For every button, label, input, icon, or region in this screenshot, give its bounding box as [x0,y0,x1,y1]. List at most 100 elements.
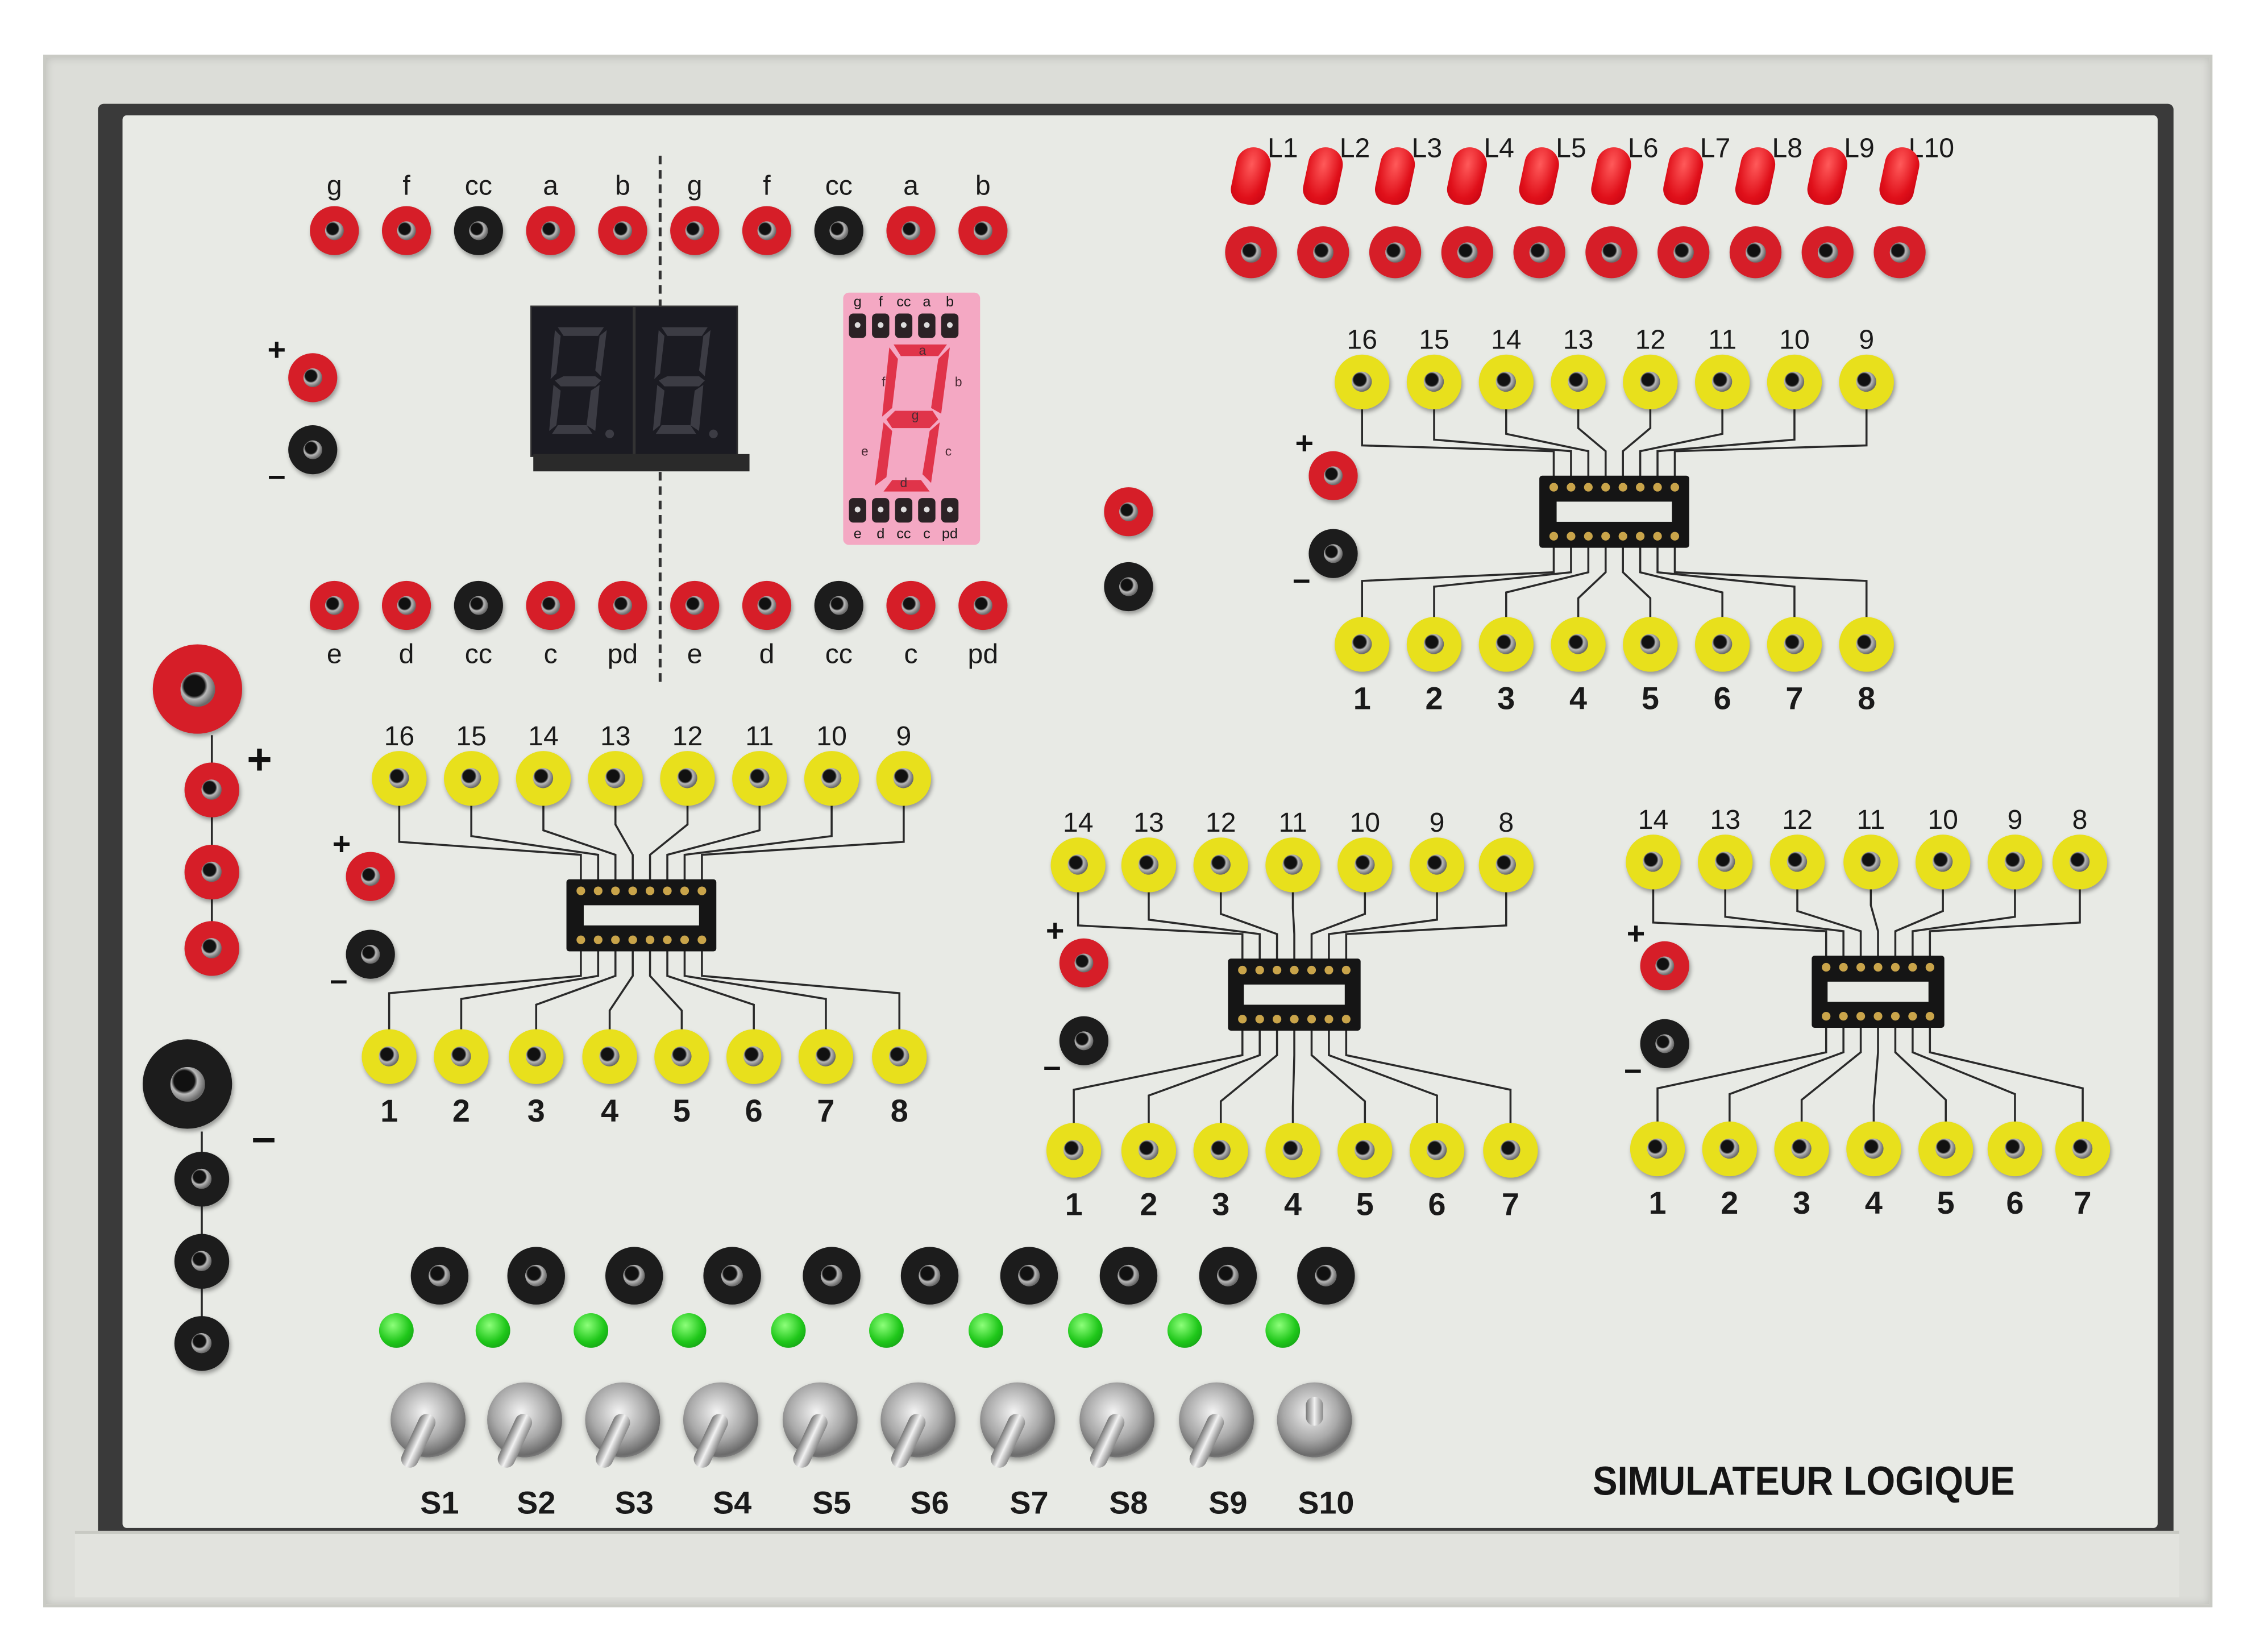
ic-pin-jack-15[interactable] [443,751,499,806]
aux-gnd-jack[interactable] [1104,562,1153,612]
toggle-switch-s9[interactable] [1179,1382,1254,1471]
ic-vcc-jack[interactable] [1308,451,1358,500]
switch-output-jack-s7[interactable] [1000,1247,1058,1305]
display-gnd-jack[interactable] [288,425,338,475]
ic-vcc-jack[interactable] [346,852,395,901]
ic-pin-jack-9[interactable] [1839,354,1894,410]
segment-jack-cc[interactable] [814,580,863,630]
ic-gnd-jack[interactable] [1059,1016,1108,1065]
ic-pin-jack-3[interactable] [1193,1123,1248,1178]
led-input-jack-l3[interactable] [1369,226,1422,279]
ic-pin-jack-2[interactable] [1406,617,1462,672]
led-input-jack-l7[interactable] [1657,226,1710,279]
ic-pin-jack-12[interactable] [1623,354,1678,410]
ic-pin-jack-14[interactable] [1050,837,1106,893]
ic-pin-jack-11[interactable] [732,751,787,806]
segment-jack-g[interactable] [670,206,720,255]
segment-jack-d[interactable] [381,580,431,630]
ic-pin-jack-14[interactable] [1478,354,1534,410]
main-vcc-binding-post[interactable] [152,644,242,734]
ic-pin-jack-12[interactable] [660,751,715,806]
toggle-switch-s1[interactable] [390,1382,466,1471]
ic-pin-jack-16[interactable] [372,751,427,806]
switch-output-jack-s1[interactable] [410,1247,469,1305]
ic-gnd-jack[interactable] [1308,529,1358,578]
main-vcc-jack[interactable] [184,921,239,976]
ic-pin-jack-11[interactable] [1843,835,1898,890]
main-gnd-binding-post[interactable] [143,1039,232,1129]
ic-pin-jack-12[interactable] [1769,835,1825,890]
main-gnd-jack[interactable] [174,1152,230,1207]
ic-pin-jack-11[interactable] [1265,837,1320,893]
segment-jack-pd[interactable] [958,580,1008,630]
ic-pin-jack-8[interactable] [1478,837,1534,893]
segment-jack-c[interactable] [526,580,575,630]
toggle-switch-s10[interactable] [1277,1382,1352,1458]
ic-pin-jack-3[interactable] [509,1029,564,1084]
led-input-jack-l6[interactable] [1585,226,1638,279]
ic-pin-jack-14[interactable] [516,751,571,806]
ic-pin-jack-14[interactable] [1626,835,1681,890]
ic-pin-jack-4[interactable] [582,1029,637,1084]
ic-pin-jack-8[interactable] [1839,617,1894,672]
ic-vcc-jack[interactable] [1640,941,1689,991]
toggle-switch-s8[interactable] [1079,1382,1155,1471]
ic-pin-jack-2[interactable] [434,1029,489,1084]
aux-vcc-jack[interactable] [1104,487,1153,537]
main-gnd-jack[interactable] [174,1316,230,1371]
ic-pin-jack-6[interactable] [1987,1121,2043,1177]
ic-pin-jack-6[interactable] [726,1029,782,1084]
ic-gnd-jack[interactable] [346,929,395,979]
ic-socket-ic16_left[interactable] [566,879,717,952]
ic-pin-jack-2[interactable] [1121,1123,1177,1178]
ic-pin-jack-7[interactable] [1767,617,1822,672]
ic-pin-jack-7[interactable] [798,1029,854,1084]
segment-jack-cc[interactable] [814,206,863,255]
toggle-switch-s3[interactable] [585,1382,660,1471]
led-input-jack-l8[interactable] [1729,226,1782,279]
ic-pin-jack-13[interactable] [1551,354,1606,410]
segment-jack-a[interactable] [886,206,936,255]
ic-vcc-jack[interactable] [1059,938,1108,987]
switch-output-jack-s8[interactable] [1099,1247,1158,1305]
segment-jack-b[interactable] [958,206,1008,255]
ic-pin-jack-10[interactable] [1337,837,1393,893]
switch-output-jack-s10[interactable] [1297,1247,1355,1305]
ic-pin-jack-13[interactable] [588,751,643,806]
switch-output-jack-s6[interactable] [900,1247,959,1305]
ic-pin-jack-5[interactable] [654,1029,709,1084]
ic-pin-jack-9[interactable] [1987,835,2043,890]
switch-output-jack-s4[interactable] [703,1247,761,1305]
ic-pin-jack-1[interactable] [1046,1123,1102,1178]
switch-output-jack-s2[interactable] [507,1247,565,1305]
ic-pin-jack-6[interactable] [1694,617,1750,672]
segment-jack-g[interactable] [310,206,359,255]
ic-pin-jack-1[interactable] [1630,1121,1685,1177]
led-input-jack-l2[interactable] [1297,226,1349,279]
ic-pin-jack-1[interactable] [362,1029,417,1084]
segment-jack-pd[interactable] [598,580,647,630]
segment-jack-a[interactable] [526,206,575,255]
display-vcc-jack[interactable] [288,353,338,402]
switch-output-jack-s9[interactable] [1199,1247,1257,1305]
ic-pin-jack-7[interactable] [2055,1121,2111,1177]
ic-pin-jack-3[interactable] [1774,1121,1829,1177]
toggle-switch-s7[interactable] [980,1382,1056,1471]
ic-pin-jack-5[interactable] [1337,1123,1393,1178]
ic-gnd-jack[interactable] [1640,1019,1689,1068]
led-input-jack-l4[interactable] [1441,226,1493,279]
ic-pin-jack-5[interactable] [1623,617,1678,672]
ic-pin-jack-8[interactable] [2052,835,2108,890]
segment-jack-e[interactable] [310,580,359,630]
ic-pin-jack-12[interactable] [1193,837,1248,893]
main-vcc-jack[interactable] [184,844,239,900]
main-gnd-jack[interactable] [174,1234,230,1289]
ic-pin-jack-4[interactable] [1551,617,1606,672]
ic-pin-jack-3[interactable] [1478,617,1534,672]
ic-pin-jack-10[interactable] [804,751,859,806]
segment-jack-f[interactable] [742,206,792,255]
ic-pin-jack-6[interactable] [1409,1123,1465,1178]
toggle-switch-s6[interactable] [880,1382,956,1471]
led-input-jack-l1[interactable] [1225,226,1277,279]
switch-output-jack-s5[interactable] [803,1247,861,1305]
